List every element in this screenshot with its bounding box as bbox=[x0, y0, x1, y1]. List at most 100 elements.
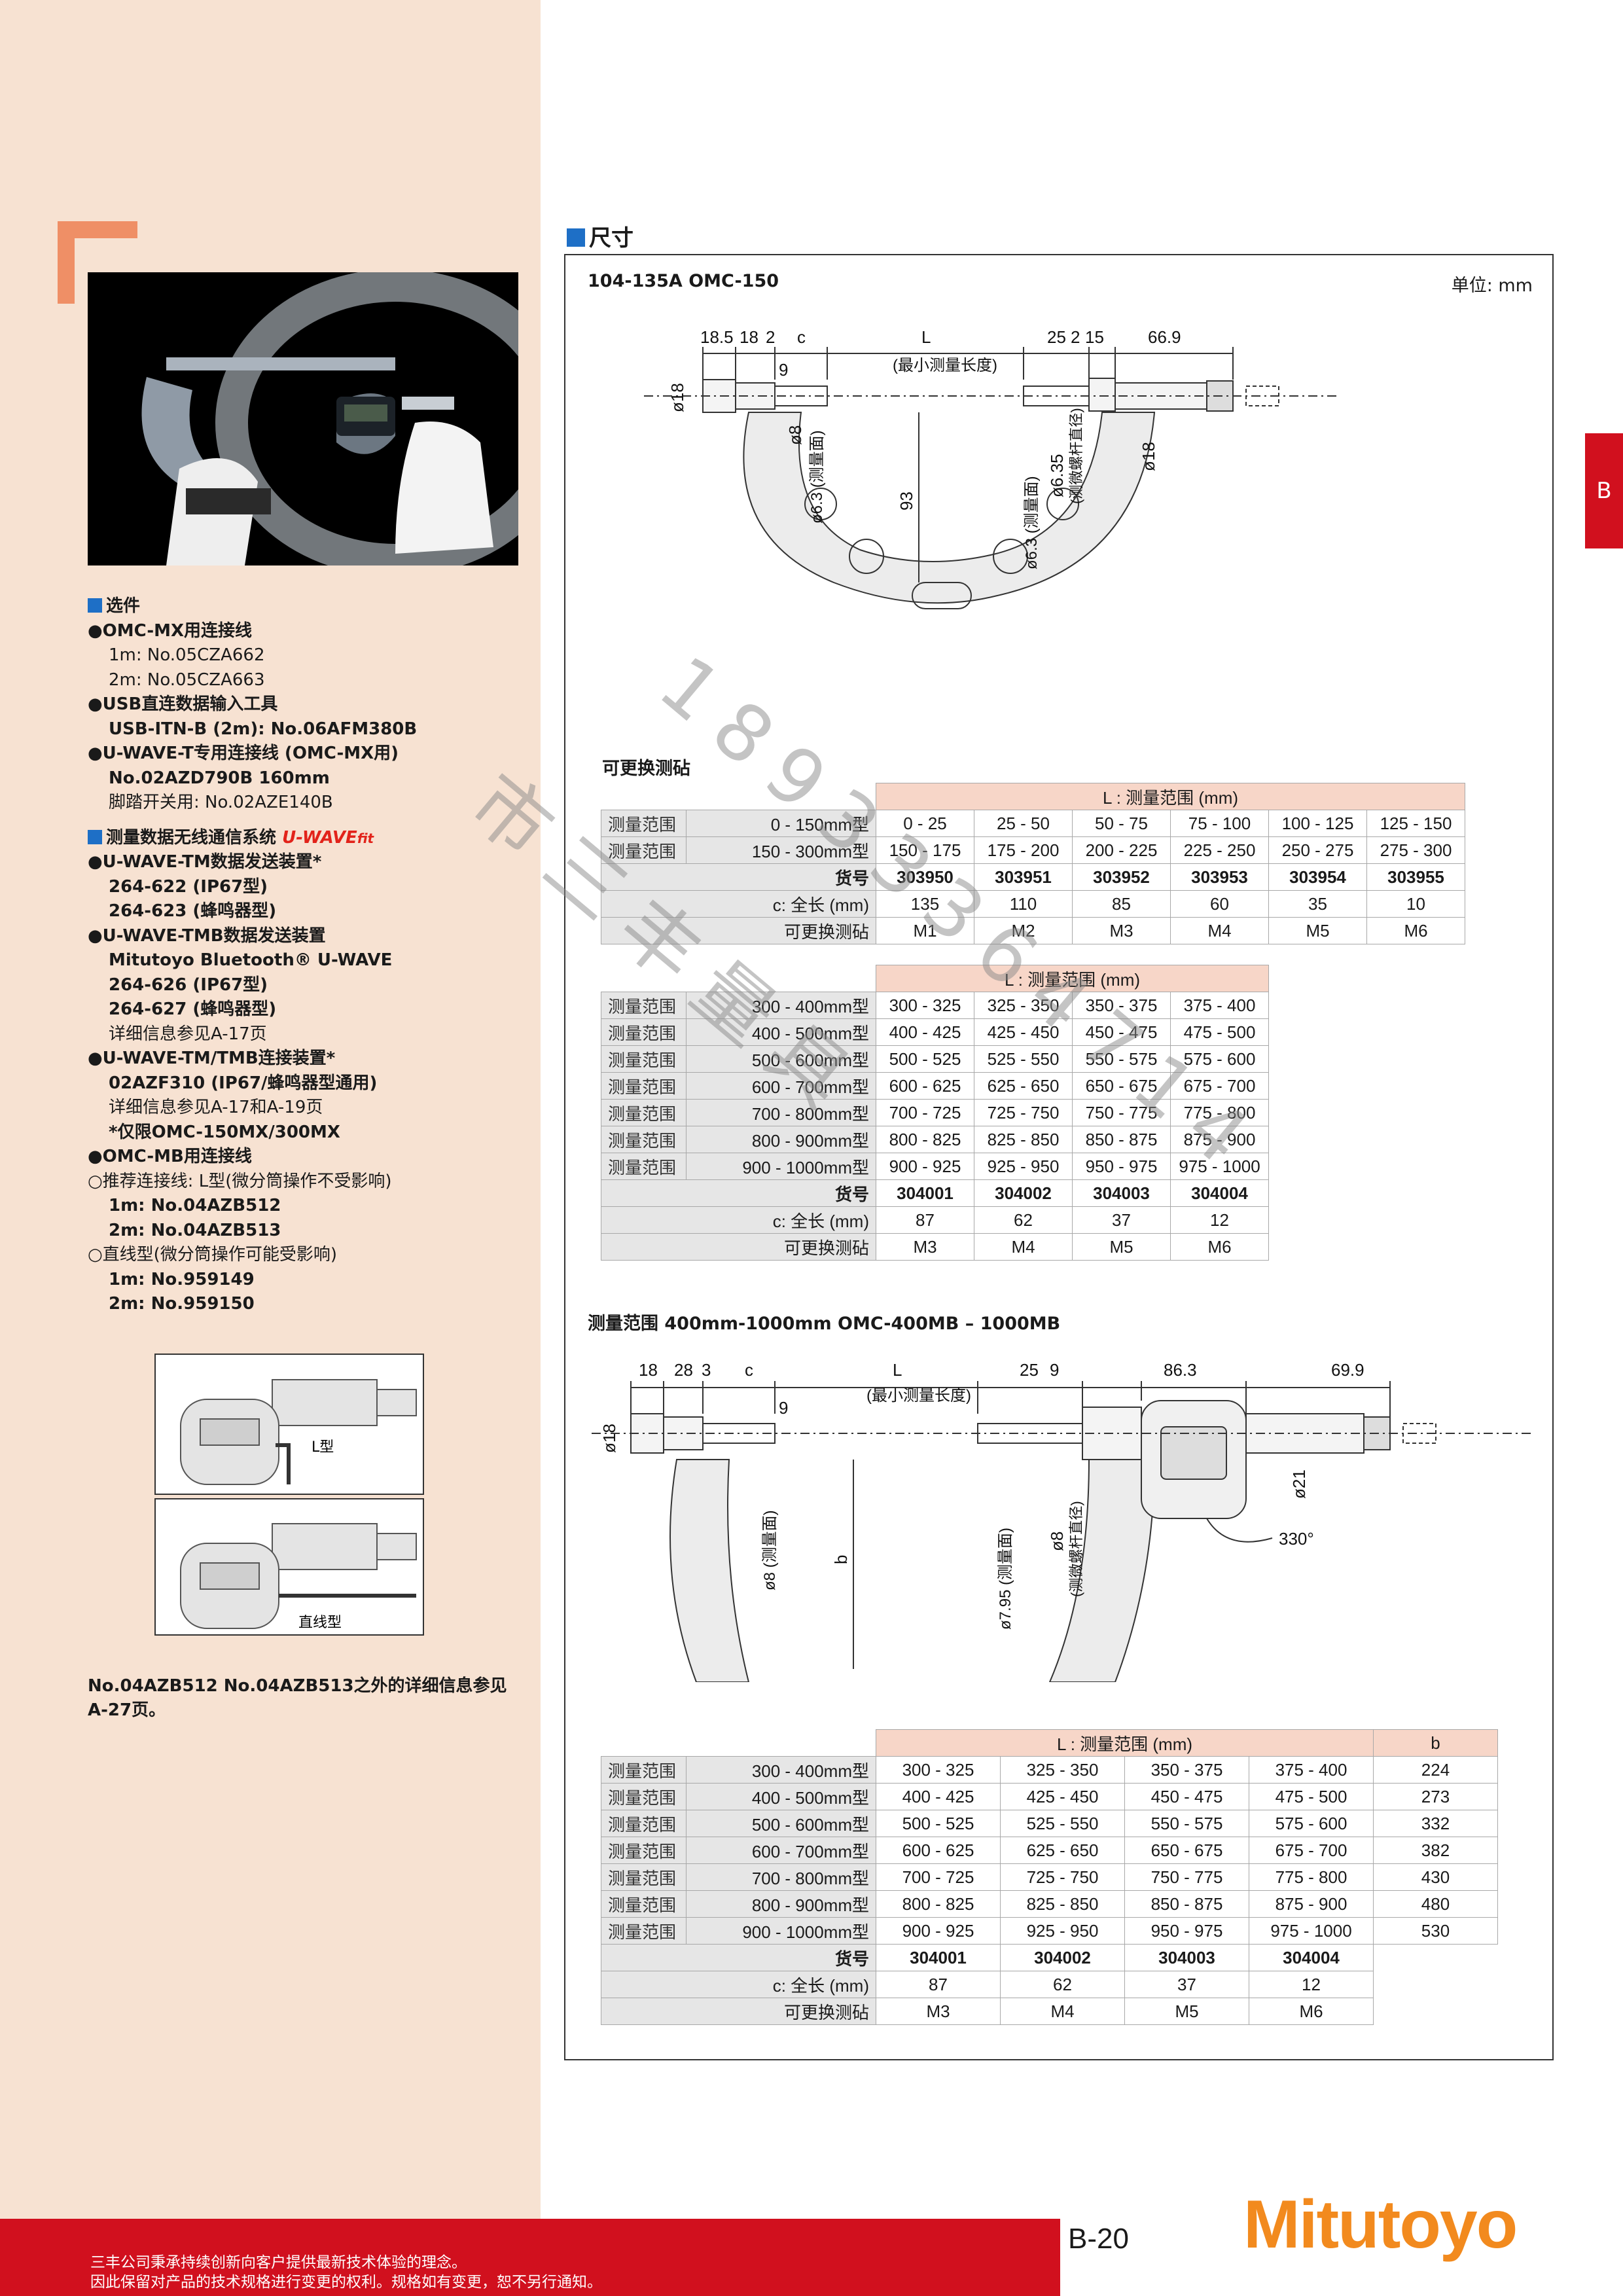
dim-label: 66.9 bbox=[1148, 327, 1181, 347]
option-line: 1m: No.04AZB512 bbox=[109, 1196, 281, 1215]
dim-label: 93 bbox=[897, 492, 916, 511]
l-type-label: L型 bbox=[312, 1439, 334, 1456]
option-line: ●USB直连数据输入工具 bbox=[88, 694, 278, 714]
blue-square-icon bbox=[567, 228, 585, 247]
dim-label: (测微螺杆直径) bbox=[1068, 408, 1084, 504]
dim-label: 25 bbox=[1047, 327, 1066, 347]
dim-label: 9 bbox=[779, 1398, 788, 1418]
blue-square-icon bbox=[88, 829, 102, 844]
option-line: No.02AZD790B 160mm bbox=[109, 768, 330, 788]
dim-label: 9 bbox=[1050, 1360, 1059, 1380]
option-line: 264-627 (蜂鸣器型) bbox=[109, 999, 277, 1019]
option-line: ●OMC-MB用连接线 bbox=[88, 1147, 252, 1166]
option-line: ○直线型(微分筒操作可能受影响) bbox=[88, 1245, 337, 1265]
dim-label: ø18 bbox=[599, 1424, 619, 1453]
option-line: ●U-WAVE-TM/TMB连接装置* bbox=[88, 1049, 336, 1068]
dim-label: ø18 bbox=[668, 383, 687, 412]
dimensions-frame: 104-135A OMC-150 单位: mm 18.5 18 2 c L (最… bbox=[564, 254, 1554, 2060]
dim-label: 18 bbox=[639, 1360, 658, 1380]
option-line: 脚踏开关用: No.02AZE140B bbox=[109, 793, 333, 812]
page-number: B-20 bbox=[1068, 2223, 1129, 2255]
option-line: 264-622 (IP67型) bbox=[109, 876, 268, 897]
section-heading: 尺寸 bbox=[567, 220, 633, 252]
dim-label: ø18 bbox=[1139, 442, 1158, 471]
dim-label: 15 bbox=[1085, 327, 1104, 347]
table1-label: 可更换测砧 bbox=[602, 759, 690, 779]
option-line: 264-623 (蜂鸣器型) bbox=[109, 901, 277, 921]
option-line: 详细信息参见A-17页 bbox=[109, 1024, 267, 1044]
dim-label: ø6.3 (测量面) bbox=[808, 430, 826, 524]
dim-label: 330° bbox=[1279, 1529, 1314, 1549]
option-line: ○推荐连接线: L型(微分筒操作不受影响) bbox=[88, 1171, 392, 1191]
unit-label: 单位: mm bbox=[1451, 276, 1533, 296]
option-line: 264-626 (IP67型) bbox=[109, 975, 268, 995]
option-line: Mitutoyo Bluetooth® U-WAVE bbox=[109, 950, 393, 970]
option-line: USB-ITN-B (2m): No.06AFM380B bbox=[109, 719, 418, 739]
table-header: L : 测量范围 (mm) bbox=[876, 783, 1465, 810]
fig2-title: 测量范围 400mm-1000mm OMC-400MB – 1000MB bbox=[588, 1314, 1061, 1334]
dim-label: (最小测量长度) bbox=[866, 1387, 971, 1405]
dim-label: 25 bbox=[1020, 1360, 1039, 1380]
dim-label: 28 bbox=[674, 1360, 693, 1380]
option-line: ●U-WAVE-T专用连接线 (OMC-MX用) bbox=[88, 744, 399, 763]
dim-label: 18.5 bbox=[700, 327, 734, 347]
cable-note: No.04AZB512 No.04AZB513之外的详细信息参见A-27页。 bbox=[88, 1676, 507, 1720]
dim-label: ø8 bbox=[785, 425, 805, 445]
corner-mark bbox=[58, 221, 137, 304]
dim-label: ø8 bbox=[1047, 1532, 1067, 1551]
footer-line: 三丰公司秉承持续创新向客户提供最新技术体验的理念。 bbox=[90, 2254, 467, 2271]
options-heading: 选件 bbox=[88, 594, 533, 619]
dim-label: (最小测量长度) bbox=[893, 357, 997, 374]
option-line: 1m: No.959149 bbox=[109, 1269, 255, 1289]
option-line: ●OMC-MX用连接线 bbox=[88, 620, 253, 641]
dim-label: L bbox=[921, 327, 931, 347]
uwave-fit-logo: fit bbox=[357, 830, 374, 846]
dim-label: c bbox=[745, 1360, 753, 1380]
dim-label: 18 bbox=[740, 327, 758, 347]
table-header-b: b bbox=[1373, 1729, 1498, 1757]
dim-label: 9 bbox=[779, 360, 788, 380]
option-line: ●U-WAVE-TMB数据发送装置 bbox=[88, 925, 326, 946]
product-photo bbox=[88, 272, 518, 565]
dim-label: (测微螺杆直径) bbox=[1068, 1501, 1084, 1597]
footer: 三丰公司秉承持续创新向客户提供最新技术体验的理念。 因此保留对产品的技术规格进行… bbox=[0, 2219, 1060, 2296]
dim-label: 2 bbox=[766, 327, 775, 347]
option-line: 1m: No.05CZA662 bbox=[109, 645, 265, 665]
wireless-heading: 测量数据无线通信系统 U-WAVEfit bbox=[88, 826, 533, 851]
dim-label: 86.3 bbox=[1164, 1360, 1197, 1380]
dim-label: L bbox=[893, 1360, 902, 1380]
dim-label: 3 bbox=[702, 1360, 711, 1380]
table-header: L : 测量范围 (mm) bbox=[876, 1729, 1374, 1757]
fig1-title: 104-135A OMC-150 bbox=[588, 271, 779, 291]
dim-label: ø6.3 (测量面) bbox=[1023, 476, 1041, 569]
omc150-drawing: 18.5 18 2 c L (最小测量长度) 25 2 15 66.9 ø18 … bbox=[644, 327, 1338, 609]
option-line: 2m: No.04AZB513 bbox=[109, 1220, 281, 1240]
micrometer-photo-image bbox=[141, 272, 518, 565]
omc-mb-drawing: 18 28 3 c L (最小测量长度) 25 9 86.3 69.9 ø18 … bbox=[592, 1360, 1534, 1682]
dim-label: ø8 (测量面) bbox=[761, 1510, 779, 1590]
brand-logo: Mitutoyo bbox=[1243, 2187, 1518, 2263]
blue-square-icon bbox=[88, 598, 102, 613]
table-header: L : 测量范围 (mm) bbox=[876, 965, 1269, 992]
